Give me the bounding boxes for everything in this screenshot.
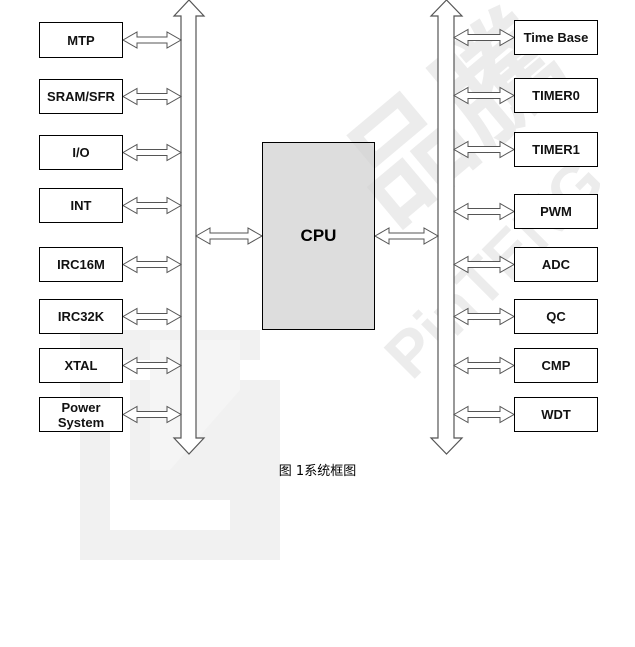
left-block-power-system: Power System: [39, 397, 123, 432]
cpu-right-connector-arrow: [373, 227, 440, 245]
left-block-irc32k: IRC32K: [39, 299, 123, 334]
block-label: IRC32K: [57, 309, 105, 324]
left-block-xtal: XTAL: [39, 348, 123, 383]
block-label: ADC: [541, 257, 571, 272]
right-block-pwm: PWM: [514, 194, 598, 229]
block-label: Power System: [57, 399, 105, 430]
right-block-timer0: TIMER0: [514, 78, 598, 113]
block-label: MTP: [67, 32, 95, 48]
cpu-left-connector-arrow: [194, 227, 264, 245]
right-block-timer1: TIMER1: [514, 132, 598, 167]
left-block-int: INT: [39, 188, 123, 223]
right-connector-arrow-2: [452, 140, 516, 159]
left-connector-arrow-2: [121, 143, 183, 162]
right-connector-arrow-3: [452, 202, 516, 221]
left-connector-arrow-3: [121, 196, 183, 215]
left-block-irc16m: IRC16M: [39, 247, 123, 282]
left-connector-arrow-7: [121, 405, 183, 424]
right-connector-arrow-1: [452, 86, 516, 105]
block-label: INT: [70, 198, 92, 213]
right-block-cmp: CMP: [514, 348, 598, 383]
block-label: Time Base: [523, 30, 589, 45]
cpu-block: CPU: [262, 142, 375, 330]
left-connector-arrow-4: [121, 255, 183, 274]
left-bus-arrow: [172, 0, 206, 455]
figure-caption: 图 1系统框图: [278, 464, 357, 479]
block-label: IRC16M: [57, 257, 105, 272]
right-bus-arrow: [429, 0, 464, 455]
right-block-wdt: WDT: [514, 397, 598, 432]
left-block-i-o: I/O: [39, 135, 123, 170]
block-label: CMP: [541, 358, 571, 373]
block-label: QC: [546, 309, 566, 324]
right-block-qc: QC: [514, 299, 598, 334]
right-connector-arrow-6: [452, 356, 516, 375]
block-label: XTAL: [64, 358, 98, 373]
block-label: SRAM/SFR: [47, 89, 115, 104]
left-connector-arrow-1: [121, 87, 183, 106]
left-block-sram-sfr: SRAM/SFR: [39, 79, 123, 114]
left-connector-arrow-5: [121, 307, 183, 326]
block-label: TIMER0: [532, 88, 580, 103]
left-connector-arrow-6: [121, 356, 183, 375]
left-block-mtp: MTP: [39, 22, 123, 58]
right-connector-arrow-4: [452, 255, 516, 274]
right-block-time-base: Time Base: [514, 20, 598, 55]
right-connector-arrow-7: [452, 405, 516, 424]
left-connector-arrow-0: [121, 31, 183, 49]
right-connector-arrow-0: [452, 28, 516, 47]
block-label: WDT: [541, 407, 571, 422]
block-label: PWM: [540, 204, 572, 219]
cpu-label: CPU: [300, 226, 337, 245]
right-connector-arrow-5: [452, 307, 516, 326]
right-block-adc: ADC: [514, 247, 598, 282]
block-label: I/O: [72, 145, 90, 160]
block-label: TIMER1: [532, 142, 580, 157]
